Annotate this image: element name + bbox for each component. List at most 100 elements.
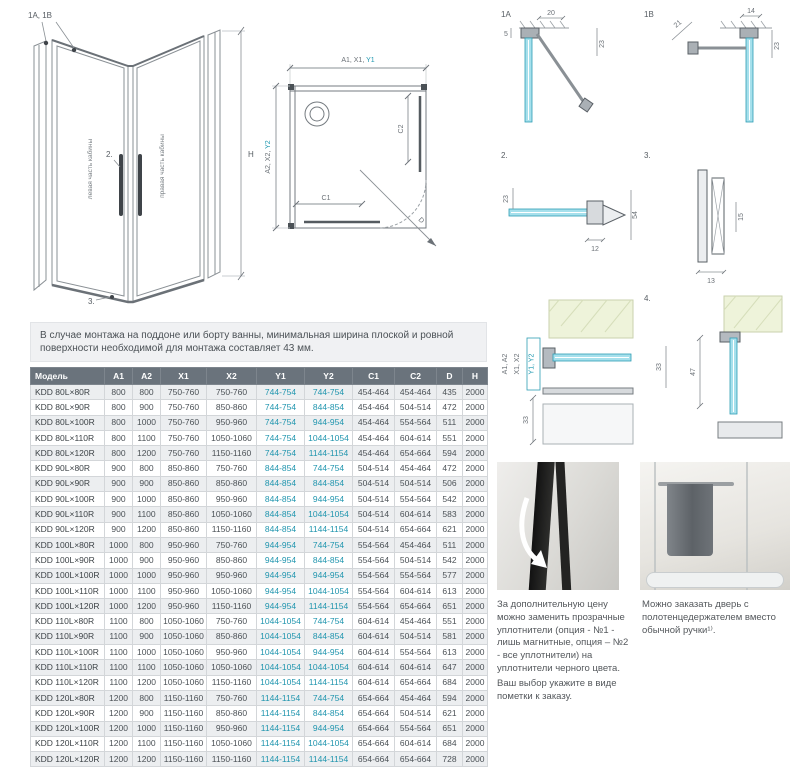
dim-54-label: 54: [632, 211, 639, 219]
dimension-cell: 1200: [132, 445, 161, 462]
model-cell: KDD 90L×120R: [30, 521, 105, 538]
detail-2-drawing: 2. 23 12 54: [501, 151, 639, 253]
towel-door-photo: [640, 462, 790, 590]
column-header: Y2: [304, 367, 353, 385]
dimension-cell: 435: [436, 383, 463, 401]
dim-23-label: 23: [599, 40, 606, 48]
dimension-cell: 684: [436, 735, 463, 753]
dimension-cell: 728: [436, 751, 463, 768]
dimension-cell: 1150-1160: [206, 521, 257, 538]
dimension-cell: 511: [436, 414, 463, 431]
dimension-cell: 2000: [462, 429, 488, 447]
dimension-cell: 900: [104, 491, 133, 508]
column-header: X1: [160, 367, 207, 385]
dimension-cell: 2000: [462, 689, 488, 707]
dimension-cell: 744-754: [304, 613, 353, 630]
dimension-cell: 511: [436, 536, 463, 554]
detail-1a-drawing: 1A 20 5 23: [501, 10, 606, 123]
dim-13: [695, 269, 727, 275]
dimension-cell: 1000: [132, 414, 161, 431]
dim-14: [739, 13, 763, 19]
dimension-cell: 604-614: [394, 659, 437, 676]
column-header: H: [462, 367, 488, 385]
wall-hatch: [519, 20, 569, 29]
dimension-cell: 1000: [104, 552, 133, 569]
dimension-cell: 1100: [104, 613, 133, 630]
dimension-cell: 654-664: [352, 751, 395, 768]
dimension-cell: 654-664: [352, 720, 395, 737]
dimension-cell: 1144-1154: [256, 735, 305, 753]
left-dimension: [272, 82, 290, 232]
dimension-cell: 581: [436, 628, 463, 646]
c2-dim-label: C2: [398, 124, 405, 133]
dimension-cell: 1050-1060: [206, 429, 257, 447]
dim-47: [696, 334, 704, 410]
model-cell: KDD 100L×110R: [30, 582, 105, 600]
seal-photo: [497, 462, 619, 590]
left-door-handle: [119, 154, 123, 216]
detail-1a-label: 1A: [501, 10, 511, 19]
dimension-cell: 604-614: [394, 429, 437, 447]
tiled-wall: [723, 295, 783, 333]
dimension-cell: 554-564: [394, 414, 437, 431]
dimension-cell: 604-614: [352, 628, 395, 646]
dimension-cell: 744-754: [304, 460, 353, 477]
dim-33: [529, 394, 537, 446]
dimension-cell: 900: [132, 628, 161, 646]
dimension-cell: 1150-1160: [160, 751, 207, 768]
dimension-cell: 1200: [132, 598, 161, 615]
right-door-handle: [138, 154, 142, 216]
dimension-cell: 1200: [132, 751, 161, 768]
label-a1-a2: A1, A2: [502, 354, 509, 375]
dimension-cell: 2000: [462, 567, 488, 584]
dimension-cell: 604-614: [394, 735, 437, 753]
model-cell: KDD 110L×110R: [30, 659, 105, 676]
dimension-cell: 850-860: [160, 475, 207, 493]
dimension-cell: 454-464: [352, 429, 395, 447]
top-dimension: [286, 64, 430, 84]
dimension-cell: 472: [436, 460, 463, 477]
profile-channel: [711, 177, 725, 255]
column-header: Y1: [256, 367, 305, 385]
top-dimension-label: A1, X1, Y1: [341, 57, 374, 64]
dimension-cell: 504-514: [394, 399, 437, 416]
dimension-cell: 950-960: [160, 536, 207, 554]
dimension-cell: 1200: [104, 705, 133, 722]
dimension-cell: 900: [104, 475, 133, 493]
marker-3-label: 3.: [88, 297, 95, 306]
dimension-cell: 900: [132, 552, 161, 569]
dimension-cell: 800: [132, 383, 161, 401]
dimension-cell: 684: [436, 674, 463, 691]
dimension-cell: 1144-1154: [304, 521, 353, 538]
towel-option-caption: Можно заказать дверь с полотенцедержател…: [642, 599, 776, 636]
dimension-cell: 844-854: [304, 628, 353, 646]
dimension-cell: 2000: [462, 674, 488, 691]
dimension-cell: 800: [104, 414, 133, 431]
dimension-cell: 504-514: [352, 491, 395, 508]
marker-3-dot: [110, 295, 114, 299]
dimension-cell: 750-760: [206, 383, 257, 401]
dimension-cell: 944-954: [304, 720, 353, 737]
dimension-cell: 1150-1160: [160, 720, 207, 737]
dimension-cell: 844-854: [256, 506, 305, 523]
dimension-cell: 944-954: [256, 552, 305, 569]
dimension-cell: 844-854: [256, 521, 305, 538]
dimension-cell: 594: [436, 689, 463, 707]
dimension-cell: 504-514: [394, 628, 437, 646]
dimension-cell: 2000: [462, 491, 488, 508]
model-cell: KDD 120L×80R: [30, 689, 105, 707]
dimension-cell: 1050-1060: [206, 506, 257, 523]
tray-edge: [542, 403, 634, 445]
marker-2-label: 2.: [106, 150, 113, 159]
dimension-cell: 1000: [132, 491, 161, 508]
column-header: C2: [394, 367, 437, 385]
bottom-profile: [542, 387, 634, 395]
dimension-cell: 900: [104, 521, 133, 538]
dimension-cell: 850-860: [160, 460, 207, 477]
